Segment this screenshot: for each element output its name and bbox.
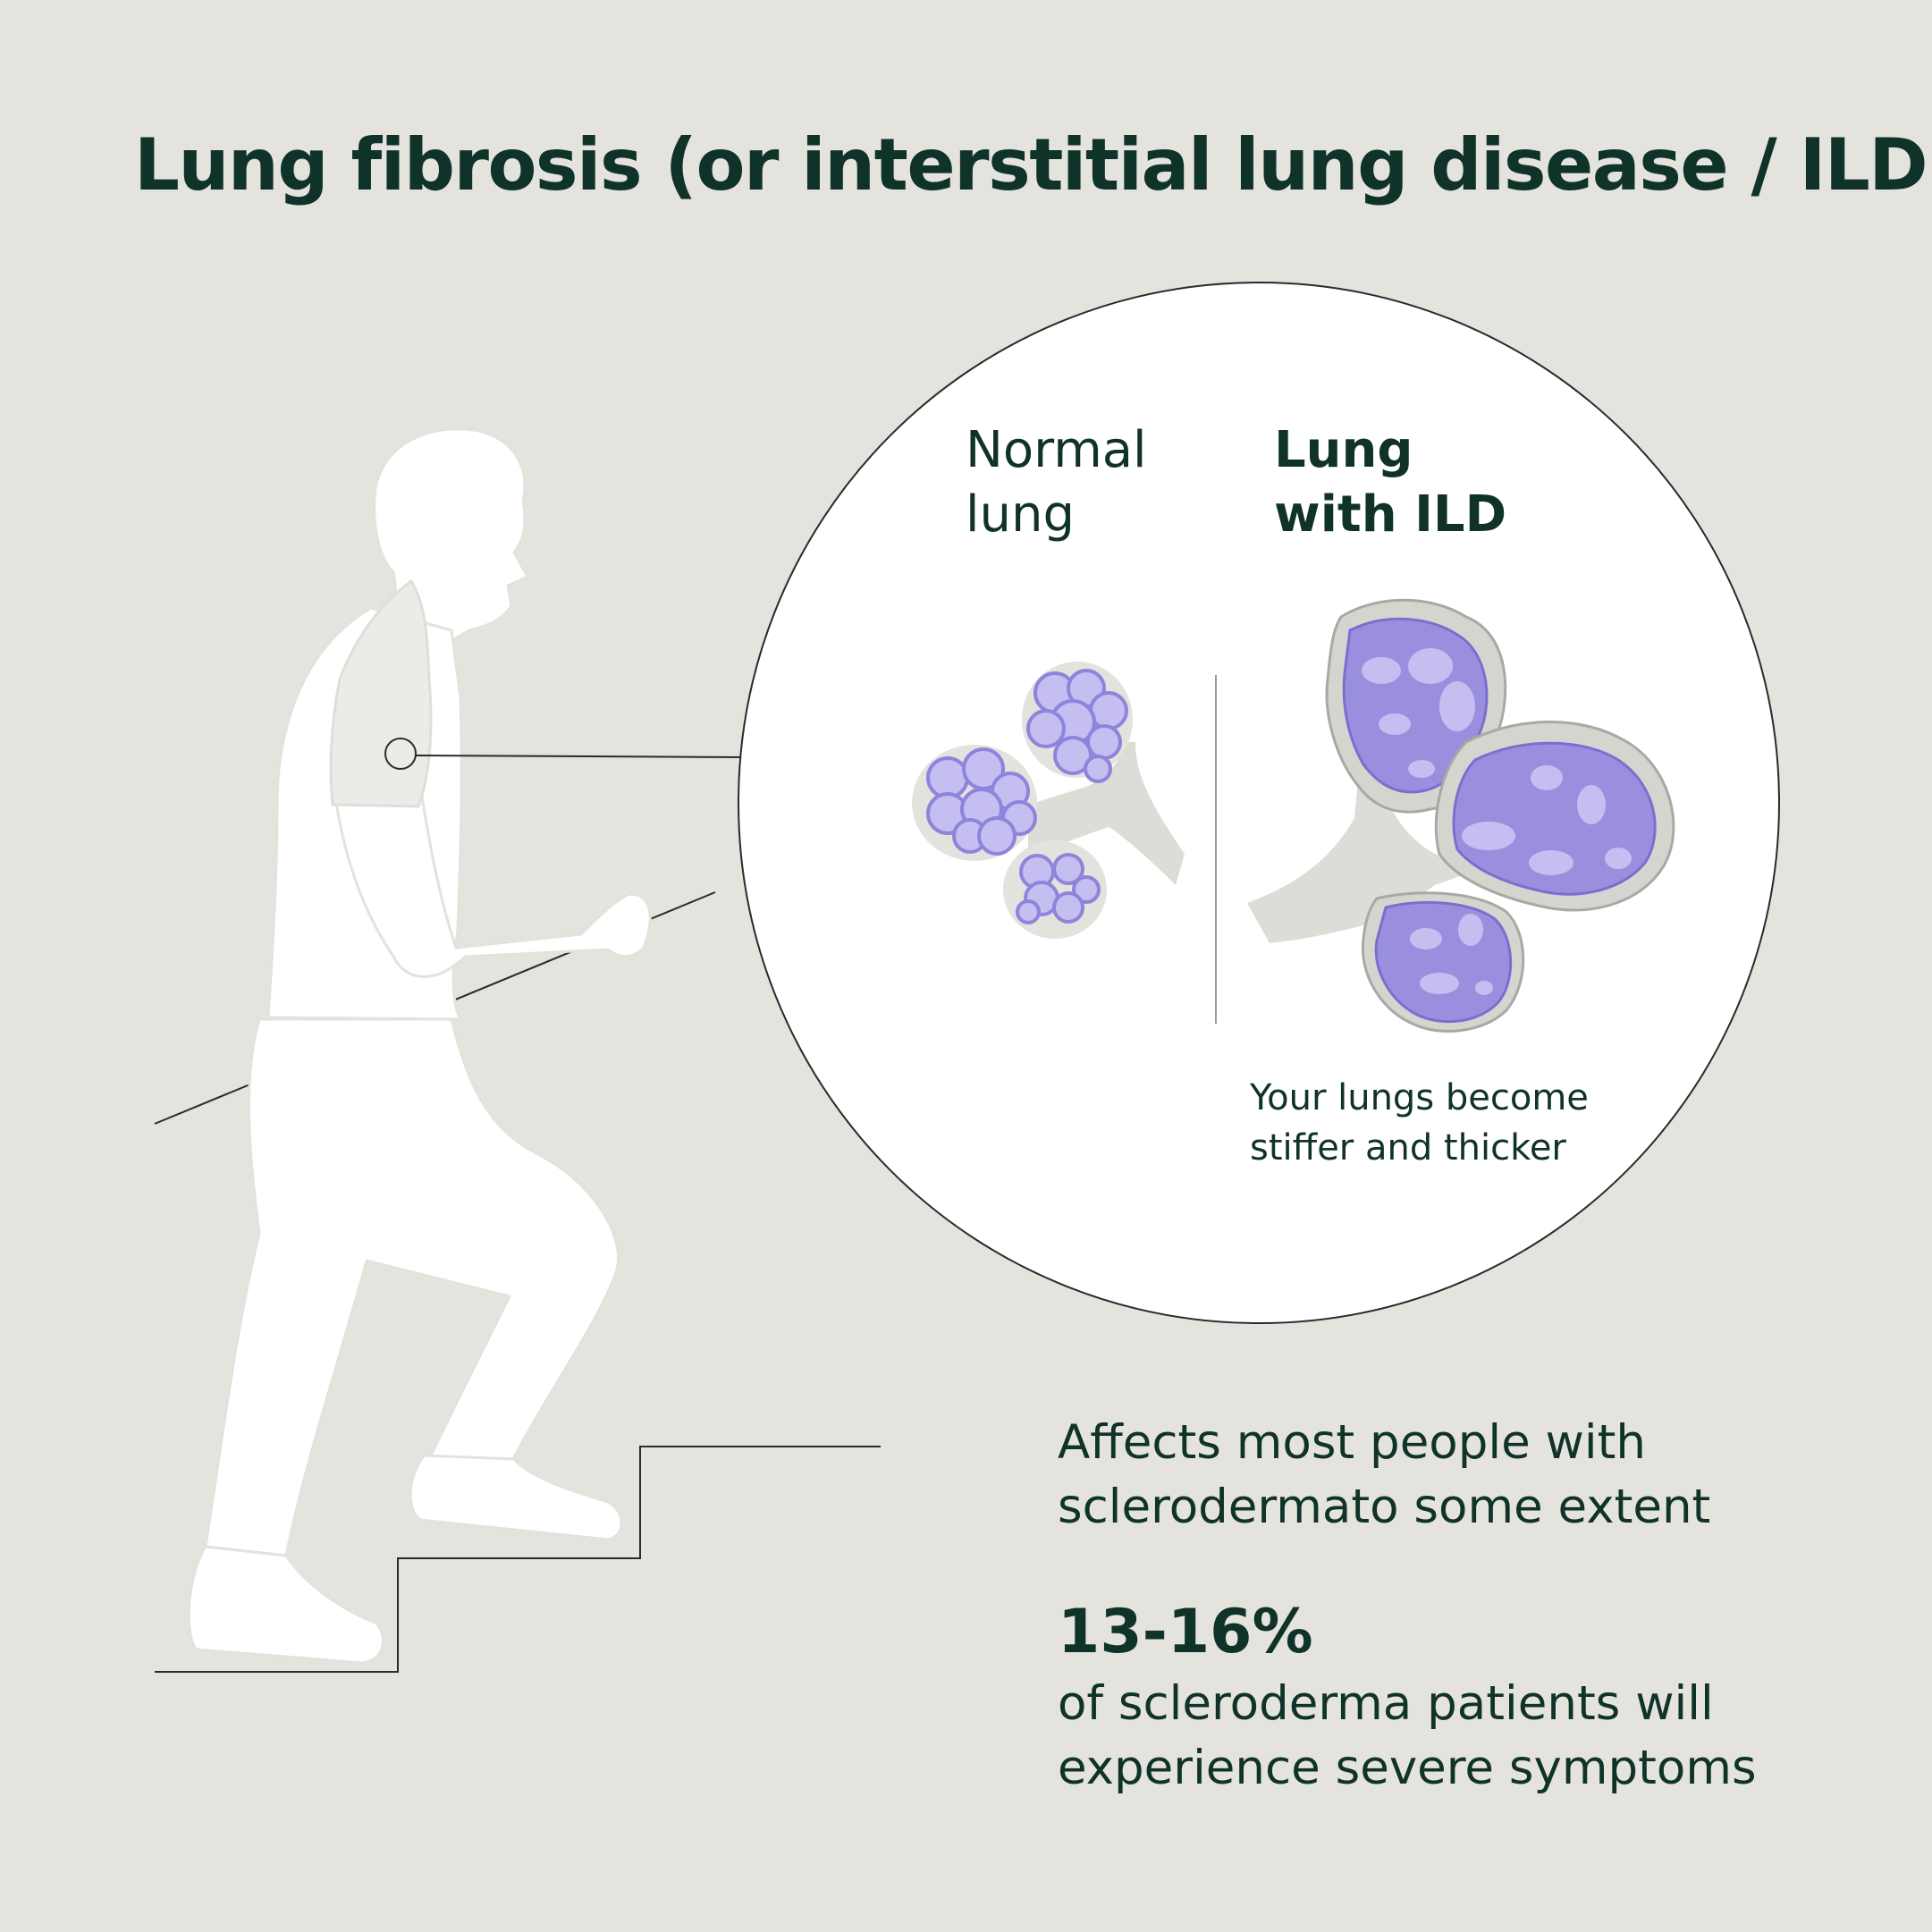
chest-marker [384, 738, 417, 770]
prevalence-line2: sclerodermato some extent [1058, 1480, 1711, 1534]
normal-lung-diagram [912, 662, 1185, 939]
ild-caption: Your lungs become stiffer and thicker [1250, 1073, 1625, 1173]
ild-caption-line1: Your lungs become [1250, 1077, 1589, 1118]
ild-lung-diagram [1247, 598, 1675, 1033]
normal-lung-label-line1: Normal [966, 421, 1147, 479]
chest-lung [329, 578, 433, 808]
prevalence-line1: Affects most people with [1058, 1415, 1646, 1470]
staircase [155, 1446, 881, 1673]
ild-caption-line2: stiffer and thicker [1250, 1127, 1566, 1168]
severity-text: of scleroderma patients will experience … [1058, 1672, 1844, 1801]
ild-lung-label-line2: with ILD [1274, 485, 1507, 544]
normal-lung-label-line2: lung [966, 485, 1076, 544]
ild-lung-label-line1: Lung [1274, 421, 1413, 479]
ild-lung-label: Lung with ILD [1274, 418, 1569, 547]
severity-line2: experience severe symptoms [1058, 1741, 1757, 1795]
severity-line1: of scleroderma patients will [1058, 1676, 1714, 1731]
zoom-circle [738, 282, 1780, 1324]
prevalence-text: Affects most people with sclerodermato s… [1058, 1411, 1827, 1540]
pointer-line [415, 755, 743, 758]
normal-lung-label: Normal lung [966, 418, 1198, 547]
severity-stat: 13-16% [1058, 1597, 1313, 1667]
page-title: Lung fibrosis (or interstitial lung dise… [134, 123, 1932, 207]
